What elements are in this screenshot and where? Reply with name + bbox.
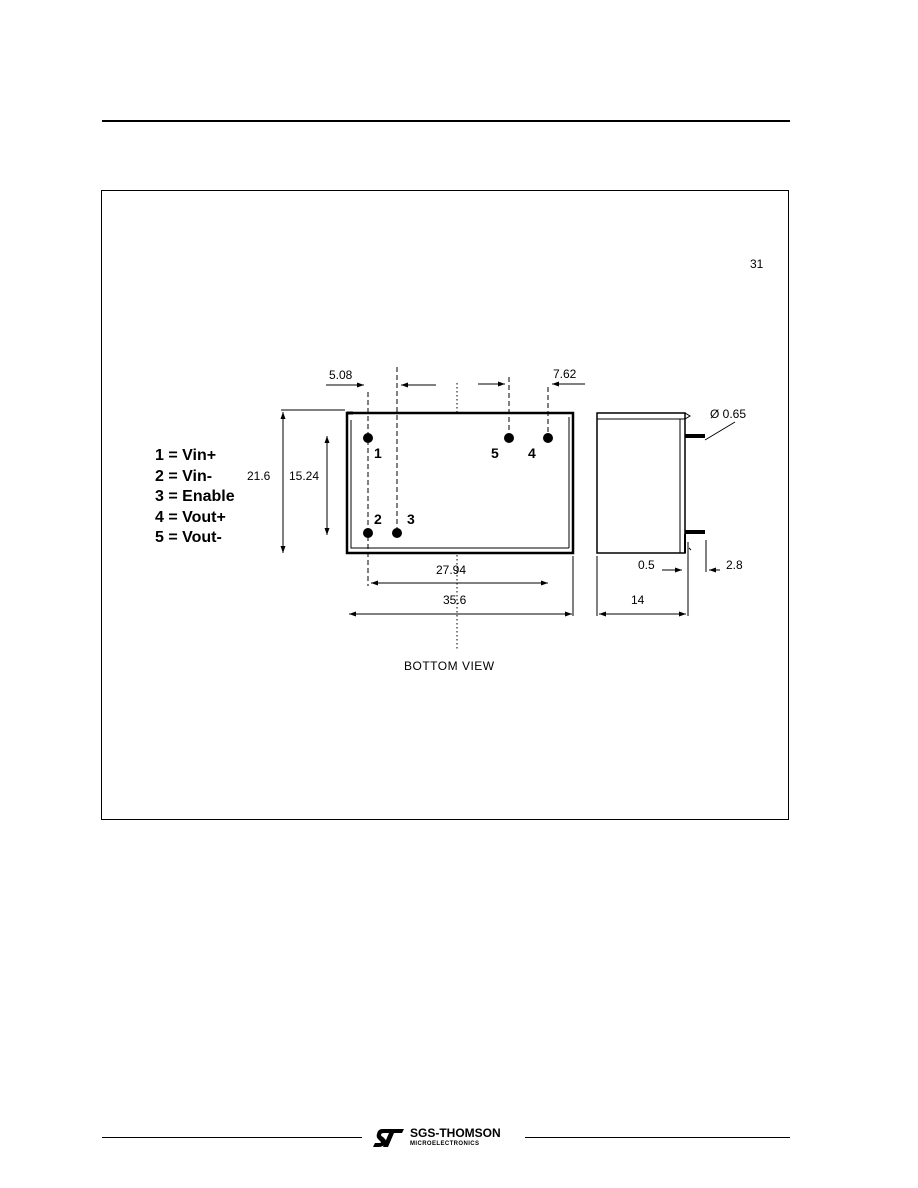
pin-1-label: 1 <box>374 445 382 461</box>
side-view <box>596 412 705 554</box>
legend-item: 5 = Vout- <box>155 529 222 546</box>
header-rule <box>102 120 790 122</box>
brand-subtitle: MICROELECTRONICS <box>410 1141 480 1147</box>
svg-text:2.8: 2.8 <box>726 558 743 572</box>
legend-item: 4 = Vout+ <box>155 508 226 526</box>
corner-label: 31 <box>750 257 764 271</box>
svg-text:7.62: 7.62 <box>553 367 577 381</box>
dim-0-5: 0.5 <box>638 542 689 616</box>
svg-text:5.08: 5.08 <box>329 368 353 382</box>
dim-0-65: Ø 0.65 <box>704 407 746 441</box>
svg-text:14: 14 <box>631 593 645 607</box>
svg-text:0.5: 0.5 <box>638 558 655 572</box>
pin-2-label: 2 <box>374 511 382 527</box>
footer-rule-right <box>525 1137 790 1138</box>
pin-5-dot <box>504 433 514 443</box>
svg-text:35.6: 35.6 <box>443 593 467 607</box>
svg-text:27.94: 27.94 <box>436 563 466 577</box>
pin-4-label: 4 <box>528 445 536 461</box>
pin-3-dot <box>392 528 402 538</box>
dim-7-62: 7.62 <box>478 367 585 387</box>
dim-14: 14 <box>596 556 686 617</box>
dim-15-24: 15.24 <box>289 436 330 535</box>
dim-2-8: 2.8 <box>705 540 743 573</box>
drawing-frame <box>101 190 789 820</box>
dim-35-6: 35.6 <box>349 556 574 617</box>
st-logo-icon <box>373 1129 404 1147</box>
pin-legend: 1 = Vin+ 2 = Vin- 3 = Enable 4 = Vout+ 5… <box>155 446 235 549</box>
dim-21-6: 21.6 <box>247 409 345 553</box>
package-body <box>345 411 575 555</box>
pin-3-label: 3 <box>407 511 415 527</box>
view-label: BOTTOM VIEW <box>404 659 495 673</box>
pin-4-dot <box>543 433 553 443</box>
dim-27-94: 27.94 <box>371 563 548 586</box>
svg-text:Ø 0.65: Ø 0.65 <box>710 407 746 421</box>
pin-1-dot <box>363 433 373 443</box>
legend-item: 2 = Vin- <box>155 467 213 485</box>
svg-text:21.6: 21.6 <box>247 469 271 483</box>
legend-item: 3 = Enable <box>155 488 235 505</box>
dim-5-08: 5.08 <box>326 368 436 388</box>
footer-rule-left <box>102 1137 362 1138</box>
pin-5-label: 5 <box>491 445 499 461</box>
brand-name: SGS-THOMSON <box>410 1126 501 1140</box>
svg-text:15.24: 15.24 <box>289 469 319 483</box>
legend-item: 1 = Vin+ <box>155 447 217 464</box>
